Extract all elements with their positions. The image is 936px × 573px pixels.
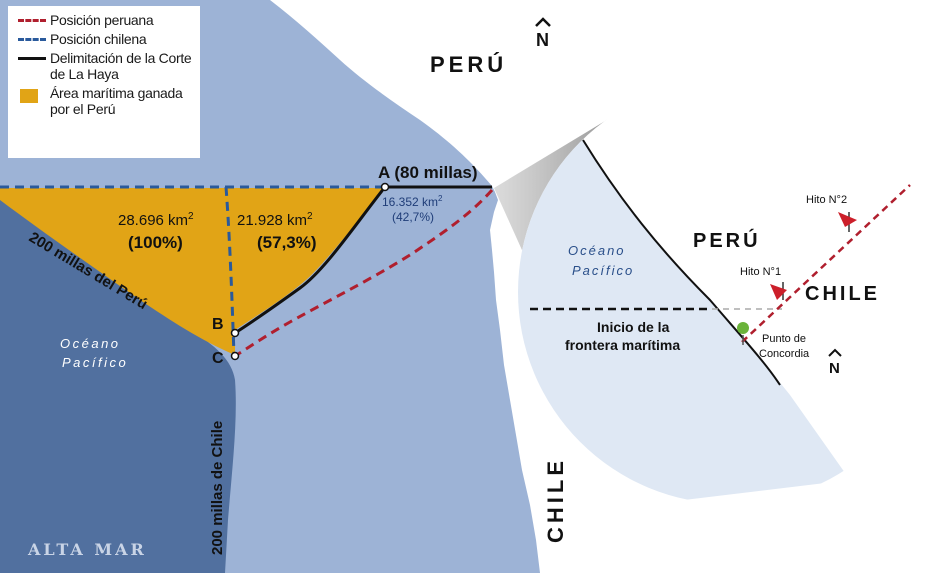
peru-dash-icon: [18, 19, 46, 22]
legend: Posición peruana Posición chilena Delimi…: [8, 6, 200, 158]
point-b-marker: [230, 328, 240, 338]
legend-item-area: Área marítima ganada por el Perú: [16, 85, 194, 117]
inset-north-label: N: [829, 360, 840, 377]
border-start-label-line1: Inicio de la: [597, 319, 670, 335]
point-b-label: B: [212, 316, 224, 333]
concordia-pin-icon: [737, 322, 749, 345]
north-label: N: [536, 30, 549, 50]
point-c-marker: [230, 351, 240, 361]
court-delimitation-line: [234, 185, 492, 335]
high-seas-area: [0, 188, 236, 573]
point-c-label: C: [212, 350, 224, 367]
legend-item-court: Delimitación de la Corte de La Haya: [16, 50, 194, 82]
concordia-label-line1: Punto de: [762, 333, 806, 345]
point-a-label: A (80 millas): [378, 163, 478, 182]
legend-label-court: Delimitación de la Corte de La Haya: [50, 50, 192, 82]
hito-2-label: Hito N°2: [806, 194, 847, 206]
area-swatch-icon: [20, 89, 38, 103]
inset-ocean-line2: Pacífico: [572, 263, 634, 278]
hito-2-flag-icon: [838, 212, 857, 232]
legend-item-chile: Posición chilena: [16, 31, 194, 47]
inset-coastline: [582, 139, 781, 386]
hito-1-flag-icon: [770, 282, 787, 300]
ocean-label-line2: Pacífico: [62, 355, 128, 370]
gained-maritime-area: [0, 188, 385, 355]
area-total-percent: (100%): [128, 233, 183, 252]
inset-peru-position-line: [741, 184, 911, 343]
chile-200-miles-label: 200 millas de Chile: [209, 421, 226, 555]
inset-north-caret-icon: [828, 348, 842, 357]
legend-label-chile: Posición chilena: [50, 31, 147, 47]
area-total-label: 28.696 km2: [118, 211, 194, 229]
inset-ocean-line1: Océano: [568, 243, 626, 258]
north-arrow: N: [535, 17, 551, 50]
peru-position-line: [234, 189, 494, 358]
inset-detail: Océano Pacífico PERÚ CHILE Hito N°1 Hito…: [518, 80, 936, 504]
court-line-icon: [18, 57, 46, 60]
legend-label-area: Área marítima ganada por el Perú: [50, 85, 183, 117]
point-a-marker: [380, 182, 390, 192]
area-small-label: 16.352 km2: [382, 194, 443, 209]
legend-label-peru: Posición peruana: [50, 12, 154, 28]
area-court-label: 21.928 km2: [237, 211, 313, 229]
north-caret-icon: [535, 17, 551, 27]
inset-sea-area: [518, 80, 850, 504]
hito-1-label: Hito N°1: [740, 266, 781, 278]
legend-item-peru: Posición peruana: [16, 12, 194, 28]
inset-country-peru: PERÚ: [693, 228, 761, 252]
area-court-percent: (57,3%): [257, 233, 317, 252]
country-label-chile: CHILE: [543, 457, 568, 543]
high-seas-label: ALTA MAR: [27, 540, 147, 559]
concordia-label-line2: Concordia: [759, 348, 810, 360]
chile-dash-icon: [18, 38, 46, 41]
country-label-peru: PERÚ: [430, 52, 507, 77]
ocean-label-line1: Océano: [60, 336, 121, 351]
inset-north-arrow: N: [828, 348, 842, 377]
border-start-label-line2: frontera marítima: [565, 337, 680, 353]
area-small-percent: (42,7%): [392, 210, 434, 224]
inset-country-chile: CHILE: [805, 283, 880, 305]
